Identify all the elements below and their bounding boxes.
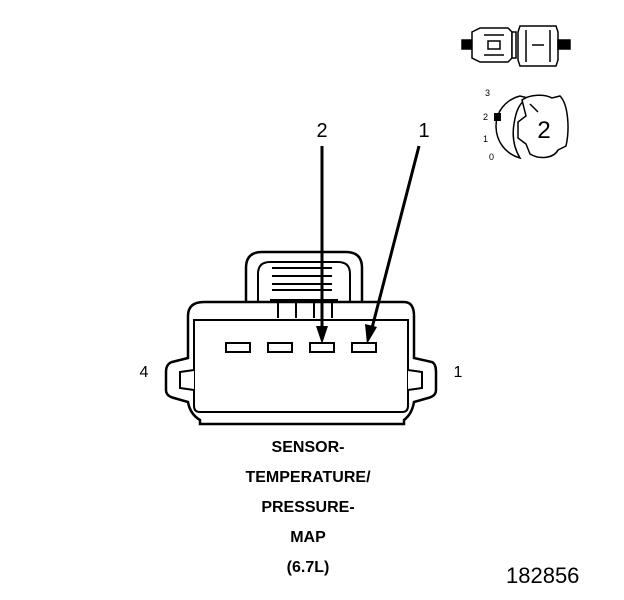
caption-line: SENSOR- xyxy=(271,439,345,456)
pin-label-right: 1 xyxy=(454,364,463,381)
terminal-cavity-2 xyxy=(309,342,335,353)
figure-number: 182856 xyxy=(506,563,580,588)
inline-connector-icon xyxy=(461,25,571,67)
caption-line: MAP xyxy=(290,529,326,546)
callout-label-2: 2 xyxy=(316,120,327,142)
callout-label-1: 1 xyxy=(418,120,429,142)
scale-tick-0: 0 xyxy=(489,152,494,162)
callout-arrow-pin-1 xyxy=(365,145,421,344)
scale-tick-1: 1 xyxy=(483,134,488,144)
terminal-cavity-3 xyxy=(267,342,293,353)
position-marker xyxy=(494,113,501,121)
connector-caption: SENSOR- TEMPERATURE/ PRESSURE- MAP (6.7L… xyxy=(200,433,416,583)
caption-line: TEMPERATURE/ xyxy=(245,469,371,486)
connector-position-icon: 3 2 1 0 2 xyxy=(483,88,569,162)
scale-tick-3: 3 xyxy=(485,88,490,98)
position-number: 2 xyxy=(537,117,550,144)
callout-arrow-pin-2 xyxy=(316,146,328,344)
connector-housing xyxy=(164,250,438,426)
terminal-cavity-4 xyxy=(225,342,251,353)
scale-tick-2: 2 xyxy=(483,112,488,122)
caption-line: PRESSURE- xyxy=(261,499,355,516)
caption-line: (6.7L) xyxy=(286,559,330,576)
pin-label-left: 4 xyxy=(140,364,149,381)
terminal-cavity-1 xyxy=(351,342,377,353)
